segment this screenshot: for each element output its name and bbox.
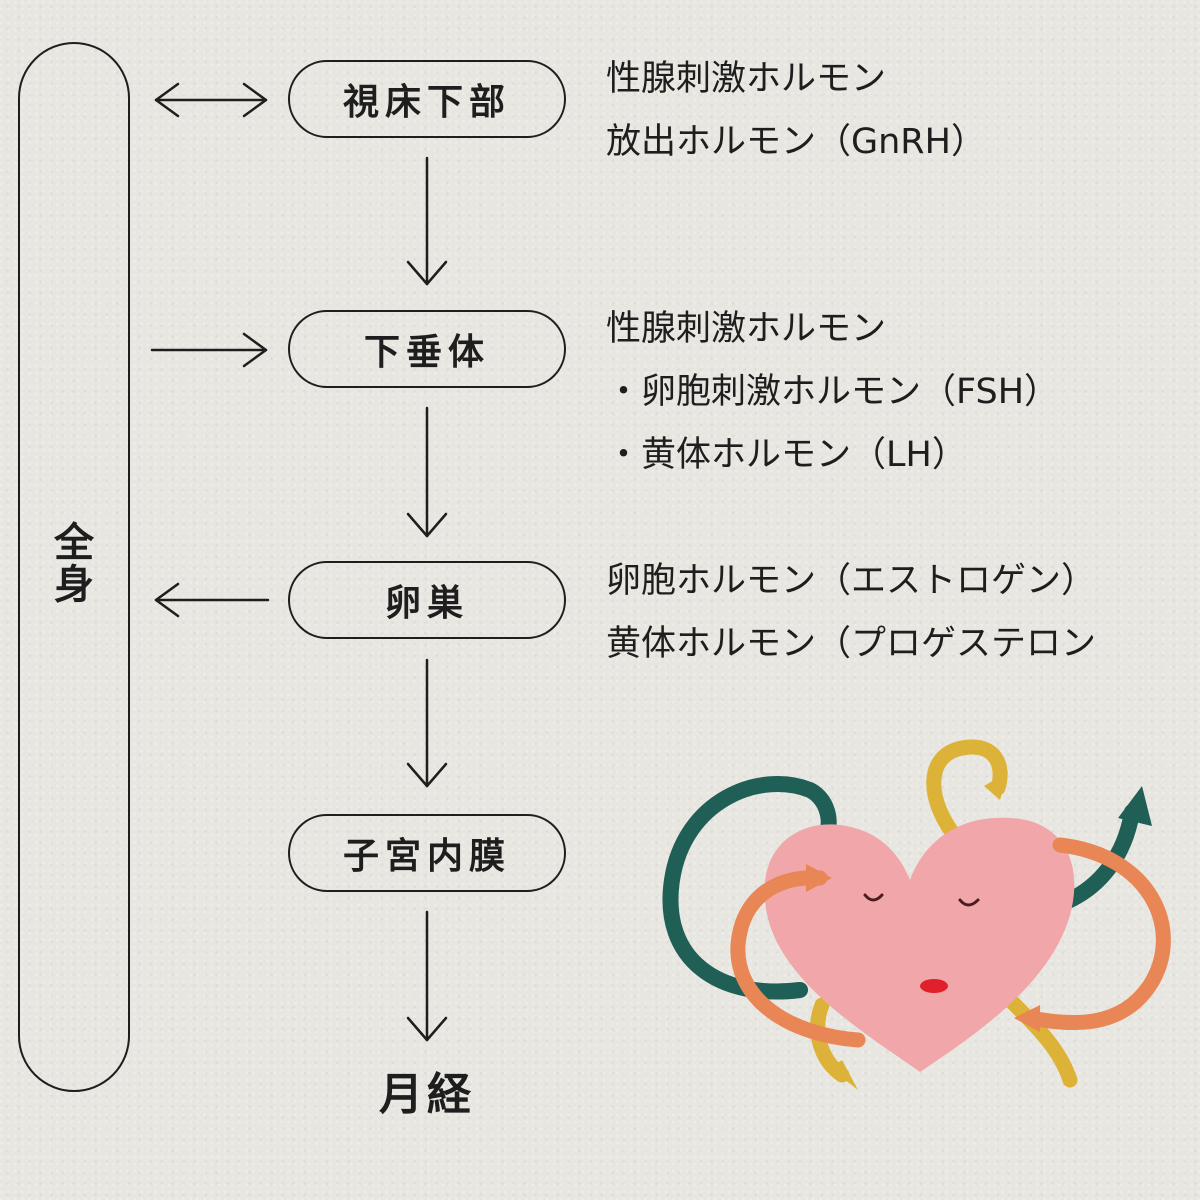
arrow-endometrium-to-menstruation — [406, 910, 448, 1042]
yellow-arrow — [926, 739, 1008, 848]
arrow-ovary-to-endometrium — [406, 658, 448, 788]
node-endometrium: 子宮内膜 — [288, 814, 566, 892]
arrow-from-ovary — [154, 582, 270, 618]
whole-body-label: 全 身 — [54, 520, 94, 608]
orange-arrow — [730, 870, 866, 1048]
heart-shape — [764, 817, 1075, 1072]
hormone-line: 放出ホルモン（GnRH） — [606, 122, 986, 162]
node-ovary: 卵巣 — [288, 561, 566, 639]
hypothalamus-hormones: 性腺刺激ホルモン 放出ホルモン（GnRH） — [606, 48, 1200, 174]
hormone-line: 性腺刺激ホルモン — [606, 309, 887, 349]
arrow-hypothalamus-to-pituitary — [406, 156, 448, 286]
node-hypothalamus: 視床下部 — [288, 60, 566, 138]
hormone-line: 黄体ホルモン（プロゲステロン — [606, 624, 1097, 664]
arrow-to-pituitary — [150, 332, 268, 368]
arrow-pituitary-to-ovary — [406, 406, 448, 538]
node-pituitary: 下垂体 — [288, 310, 566, 388]
mouth — [920, 979, 948, 993]
menstruation-label: 月経 — [379, 1069, 475, 1120]
right-eye — [958, 898, 980, 907]
teal-arrow — [662, 776, 837, 1000]
hormone-line: 性腺刺激ホルモン — [606, 59, 887, 99]
bidirectional-arrow — [154, 82, 268, 118]
hormone-line: 卵胞ホルモン（エストロゲン） — [606, 561, 1097, 601]
ovary-hormones: 卵胞ホルモン（エストロゲン） 黄体ホルモン（プロゲステロン — [606, 550, 1200, 676]
left-eye — [863, 893, 884, 902]
hormone-line: ・黄体ホルモン（LH） — [606, 435, 967, 475]
hormone-line: ・卵胞刺激ホルモン（FSH） — [606, 372, 1060, 412]
pituitary-hormones: 性腺刺激ホルモン ・卵胞刺激ホルモン（FSH） ・黄体ホルモン（LH） — [606, 298, 1200, 487]
whole-body-container: 全 身 — [18, 42, 130, 1092]
